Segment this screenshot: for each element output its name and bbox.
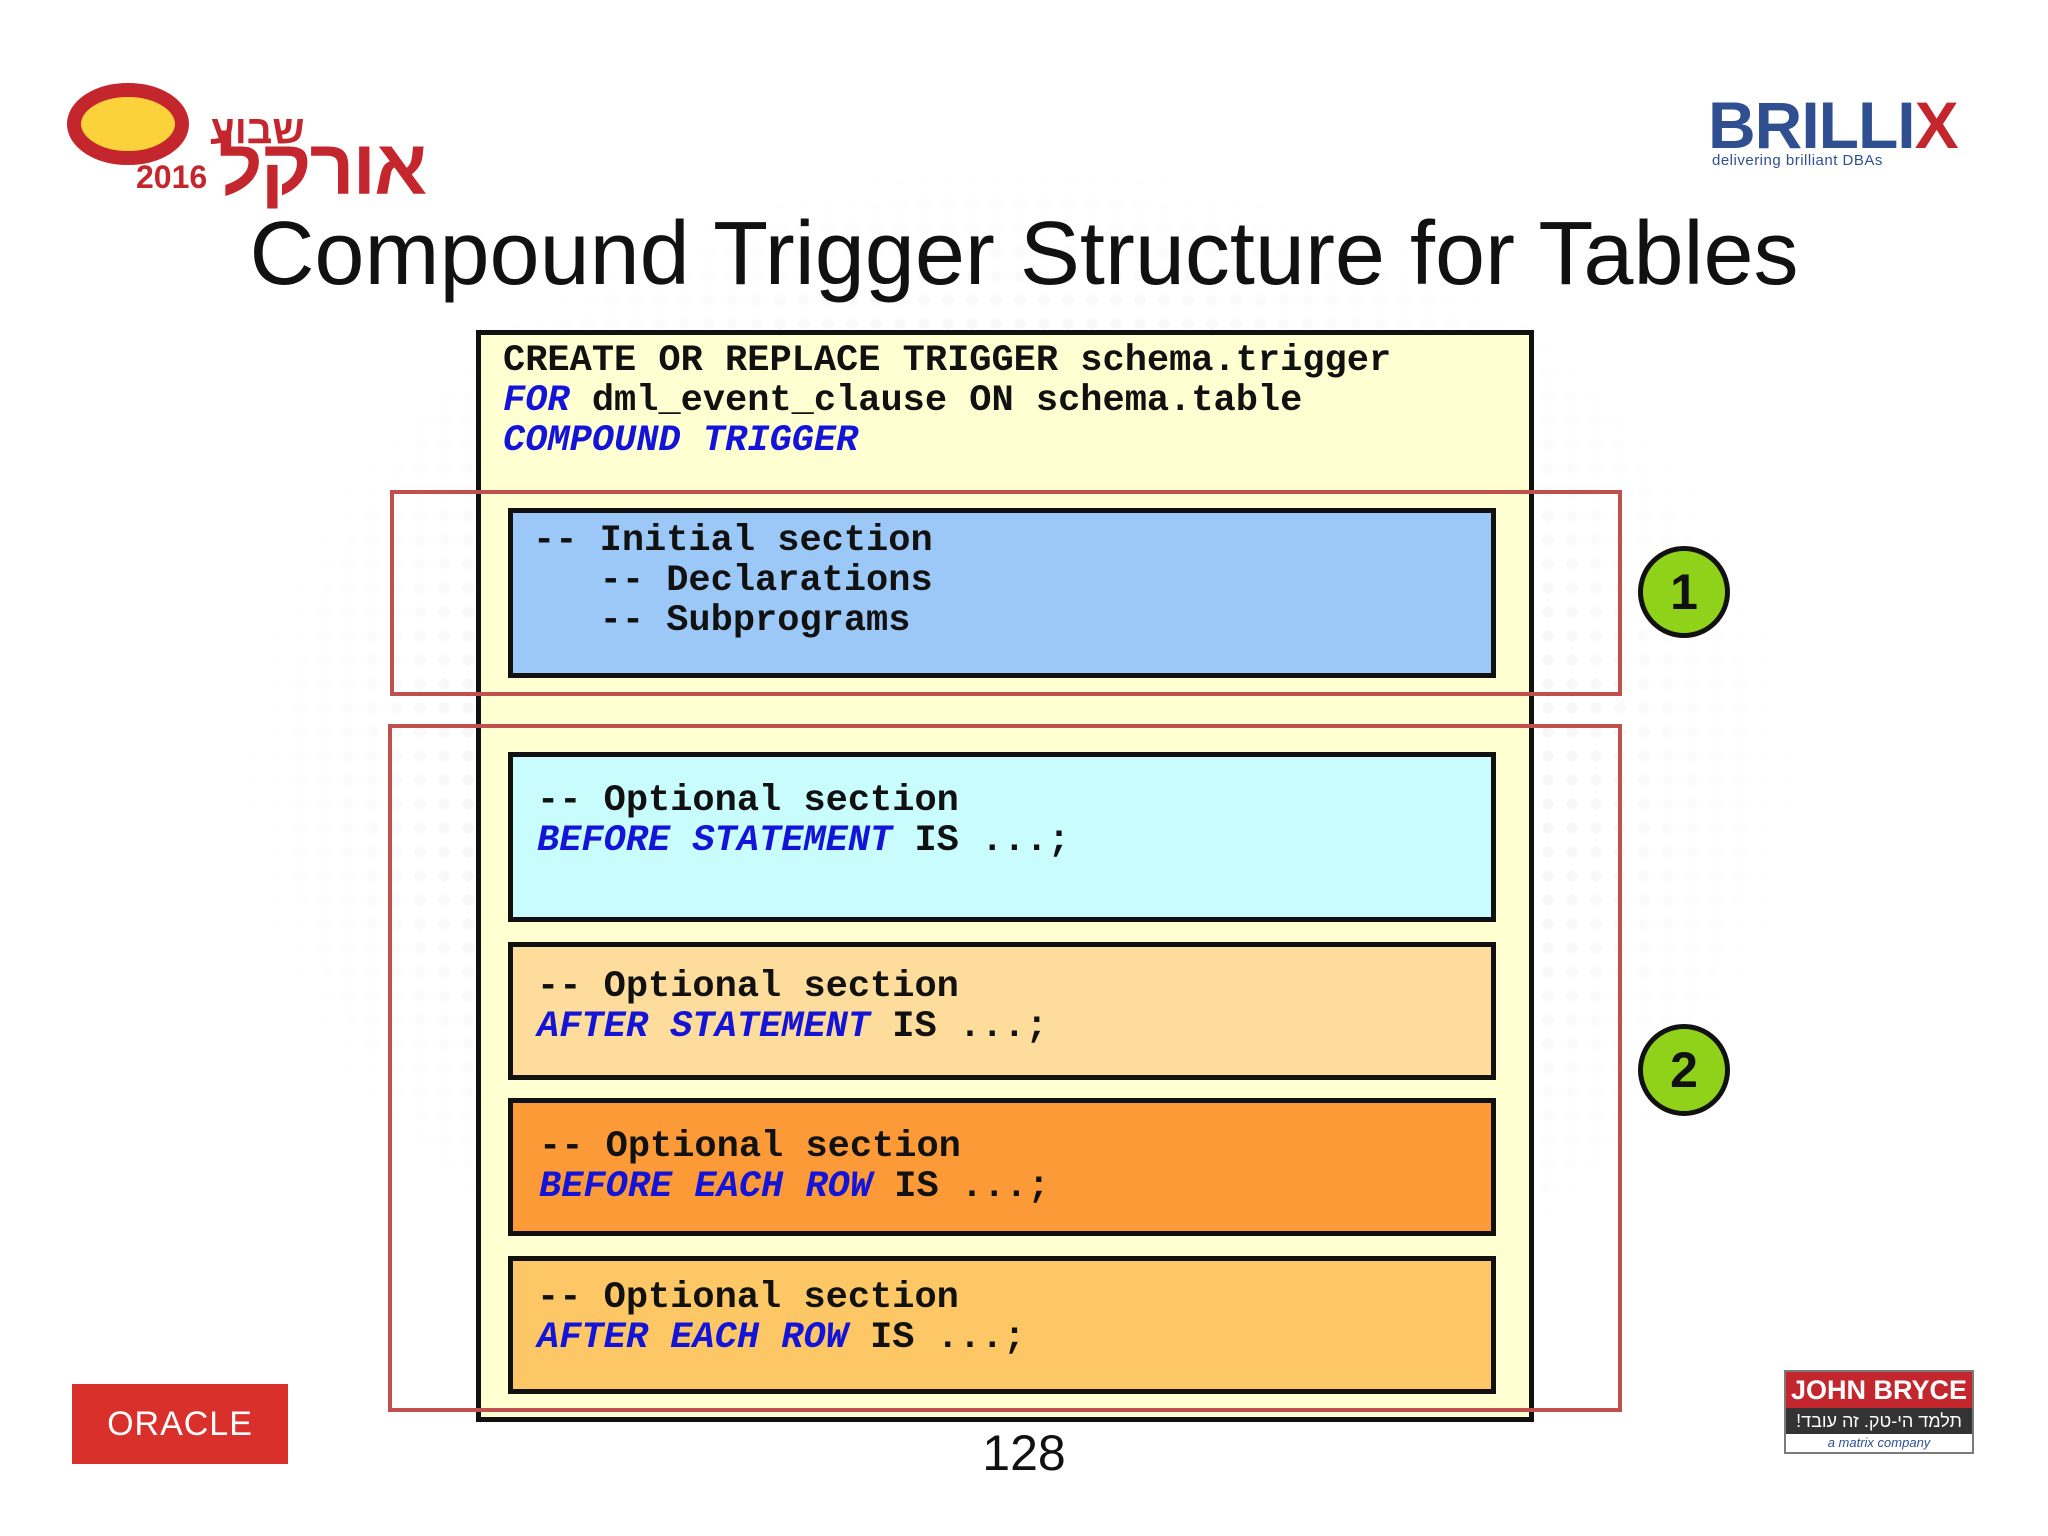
oracle-week-ring-icon	[67, 83, 189, 165]
brillix-logo: BRILLIX delivering brilliant DBAs	[1708, 92, 2008, 172]
slide-title: Compound Trigger Structure for Tables	[249, 204, 1799, 304]
john-bryce-subtitle: a matrix company	[1827, 1435, 1931, 1450]
highlight-frame-1	[390, 490, 1622, 696]
john-bryce-name: JOHN BRYCE	[1786, 1372, 1972, 1408]
badge-2: 2	[1638, 1024, 1730, 1116]
badge-1: 1	[1638, 546, 1730, 638]
header-line-1: CREATE OR REPLACE TRIGGER schema.trigger	[503, 340, 1392, 382]
page-number: 128	[982, 1425, 1066, 1481]
john-bryce-hebrew-slogan: תלמד הי-טק. זה עובד!	[1786, 1408, 1972, 1434]
brillix-tagline: delivering brilliant DBAs	[1712, 152, 1883, 169]
trigger-header-code: CREATE OR REPLACE TRIGGER schema.trigger…	[503, 341, 1391, 461]
oracle-week-logo: שבוע 2016 אורקל	[60, 66, 460, 216]
initial-section-box: -- Initial section -- Declarations -- Su…	[508, 508, 1496, 678]
header-line-3: COMPOUND TRIGGER	[503, 420, 859, 462]
oracle-week-year: 2016	[136, 159, 208, 195]
john-bryce-logo: JOHN BRYCE תלמד הי-טק. זה עובד! a matrix…	[1784, 1370, 1974, 1454]
oracle-week-top-text: שבוע	[210, 108, 305, 152]
header-line-2: FOR dml_event_clause ON schema.table	[503, 380, 1303, 422]
highlight-frame-2	[388, 724, 1622, 1412]
initial-section-code: -- Initial section -- Declarations -- Su…	[533, 520, 933, 642]
brillix-wordmark: BRILLIX	[1708, 88, 1959, 162]
oracle-logo: ORACLE	[72, 1384, 288, 1464]
oracle-week-main-text: אורקל	[218, 123, 427, 211]
